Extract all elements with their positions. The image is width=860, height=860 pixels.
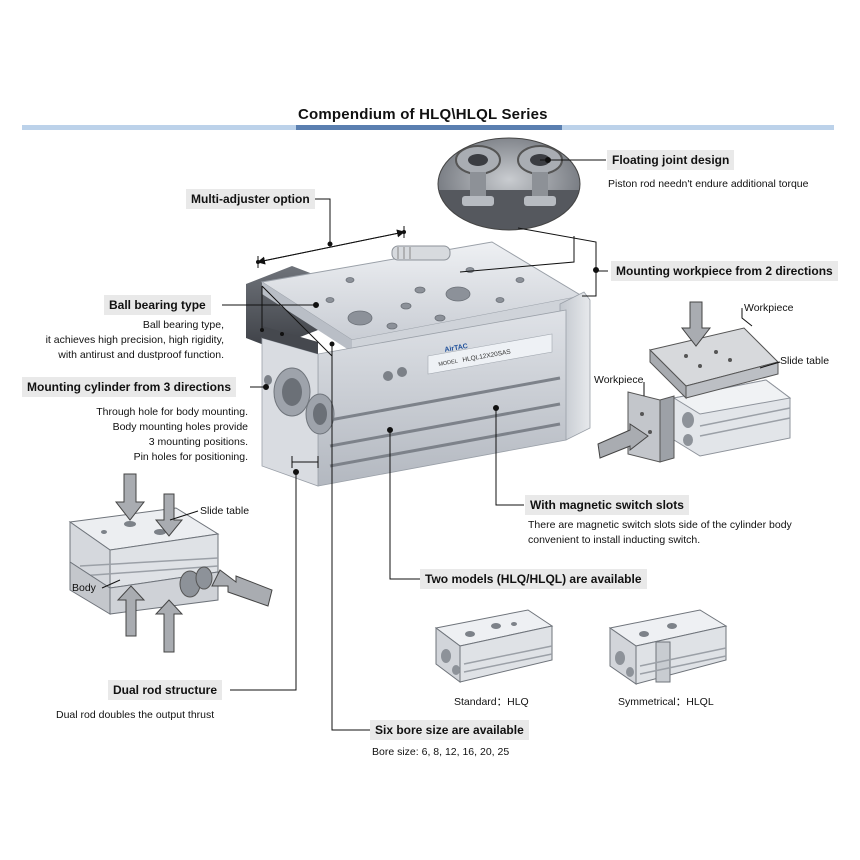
ball-bearing-label: Ball bearing type	[104, 295, 211, 315]
two-models-label: Two models (HLQ/HLQL) are available	[420, 569, 647, 589]
ball-bearing-desc-2: it achieves high precision, high rigidit…	[45, 334, 224, 346]
six-bore-label: Six bore size are available	[370, 720, 529, 740]
mounting-cylinder-label: Mounting cylinder from 3 directions	[22, 377, 237, 397]
multi-adjuster-label: Multi-adjuster option	[186, 189, 315, 209]
slide-table-right-callout: Slide table	[780, 355, 830, 367]
mounting-cylinder-desc-1: Through hole for body mounting.	[96, 406, 248, 418]
mounting-cylinder-desc-2: Body mounting holes provide	[112, 421, 248, 433]
ball-bearing-desc-1: Ball bearing type,	[142, 319, 224, 331]
page-title: Compendium of HLQ\HLQL Series	[298, 106, 548, 123]
symmetrical-model-figure	[608, 609, 728, 685]
mounting-cylinder-desc-4: Pin holes for positioning.	[133, 451, 248, 463]
title-rule	[22, 125, 834, 130]
standard-model-figure	[434, 609, 554, 683]
magnetic-switch-desc-1: There are magnetic switch slots side of …	[528, 519, 792, 531]
six-bore-desc: Bore size: 6, 8, 12, 16, 20, 25	[372, 746, 510, 758]
ball-bearing-desc-3: with antirust and dustproof function.	[58, 349, 224, 361]
symmetrical-model-caption: Symmetrical：HLQL	[618, 696, 714, 708]
leader-lines	[101, 157, 781, 731]
workpiece-side-callout: Workpiece	[594, 374, 644, 386]
floating-joint-photo	[437, 137, 581, 231]
mounting-cylinder-desc-3: 3 mounting positions.	[148, 436, 248, 448]
slide-table-left-callout: Slide table	[200, 505, 250, 517]
mounting-workpiece-label: Mounting workpiece from 2 directions	[611, 261, 838, 281]
dual-rod-label: Dual rod structure	[108, 680, 223, 700]
body-callout: Body	[72, 582, 96, 594]
magnetic-switch-label: With magnetic switch slots	[525, 495, 689, 515]
floating-joint-label: Floating joint design	[607, 150, 735, 170]
leader-dots	[256, 230, 406, 347]
dual-rod-desc: Dual rod doubles the output thrust	[56, 709, 215, 721]
main-cylinder	[246, 241, 591, 487]
cylinder-mounting-figure	[68, 473, 273, 653]
magnetic-switch-desc-2: convenient to install inducting switch.	[528, 534, 701, 546]
floating-joint-desc: Piston rod needn't endure additional tor…	[608, 178, 809, 190]
standard-model-caption: Standard：HLQ	[454, 696, 529, 708]
workpiece-mounting-figure	[597, 301, 792, 463]
workpiece-top-callout: Workpiece	[744, 302, 794, 314]
